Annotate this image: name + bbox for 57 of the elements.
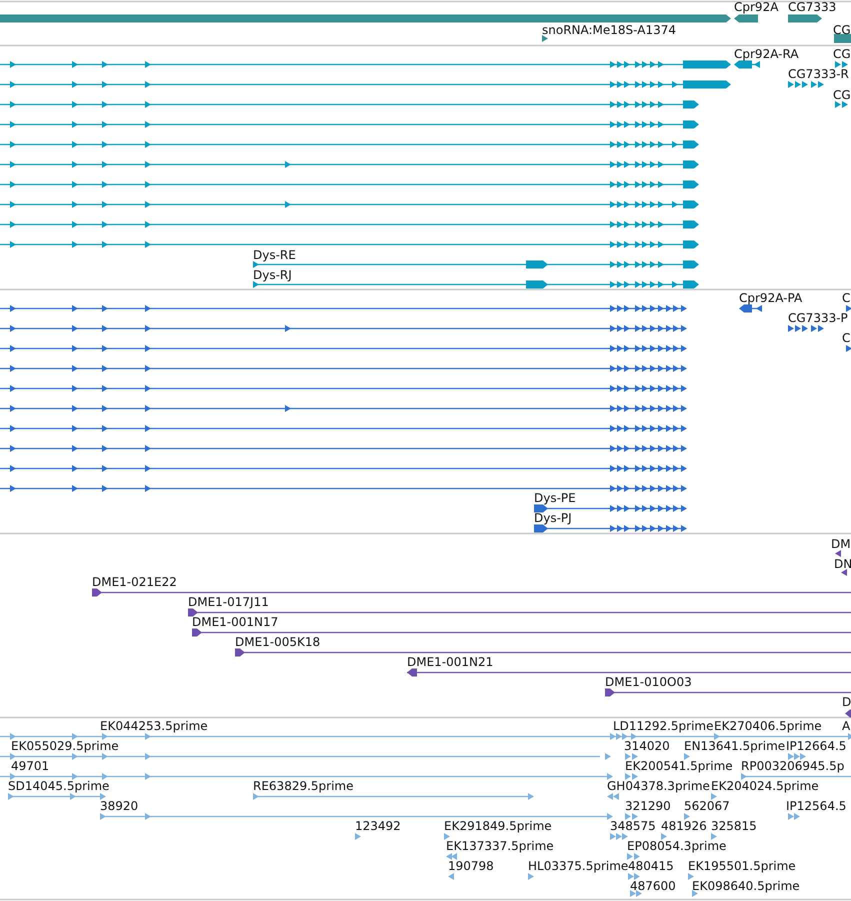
feature-label: DME1-005K18 [235,635,320,649]
feature-label: DME1-001N21 [407,655,494,669]
feature-label: LD11292.5prime [613,719,714,733]
feature-label: EK204024.5prime [711,779,819,793]
feature-label: DME1-001N17 [192,615,278,629]
feature-label: EK270406.5prime [714,719,822,733]
feature-label: C [842,291,850,305]
feature-label: 38920 [100,799,138,813]
feature-label: EK195501.5prime [688,859,796,873]
feature-label: 314020 [624,739,670,753]
feature-label: A [842,719,850,733]
feature-label: 321290 [625,799,671,813]
feature-label: 480415 [628,859,674,873]
feature-label: Cpr92A-RA [734,47,799,61]
feature-label: 123492 [355,819,401,833]
feature-label: EK044253.5prime [100,719,208,733]
feature-label: C [842,331,850,345]
feature-label: Dys-RJ [253,268,292,282]
feature-label: CG7333-P [788,311,848,325]
feature-label: 49701 [11,759,50,773]
feature-label: HL03375.5prime [528,859,628,873]
feature-label: EK098640.5prime [692,879,800,893]
feature-label: 487600 [630,879,676,893]
feature-label: SD14045.5prime [8,779,110,793]
feature-label: EK055029.5prime [11,739,119,753]
feature-label: RP003206945.5p [741,759,844,773]
feature-label: CG [833,47,851,61]
feature-label: EN13641.5prime [684,739,786,753]
feature-label: 562067 [684,799,730,813]
feature-label: DME1-010O03 [605,675,692,689]
feature-label: D [842,695,851,709]
feature-label: RE63829.5prime [253,779,354,793]
feature-label: IP12664.5 [786,739,846,753]
feature-label: Dys-PE [534,491,576,505]
feature-label: CG7333-R [788,67,849,81]
feature-label: CG7333 [788,0,836,14]
feature-label: EK291849.5prime [444,819,552,833]
feature-label: DME1-021E22 [92,575,177,589]
feature-label: EP08054.3prime [627,839,726,853]
feature-label: EK200541.5prime [625,759,733,773]
feature-label: 481926 [661,819,707,833]
feature-label: EK137337.5prime [446,839,554,853]
feature-label: IP12564.5 [786,799,846,813]
feature-label: GH04378.3prime [607,779,710,793]
feature-label: Dys-RE [253,248,296,262]
feature-label: Cpr92A-PA [739,291,802,305]
feature-label: Dys-PJ [534,511,572,525]
feature-label: 348575 [610,819,656,833]
feature-label: Cpr92A [734,0,778,14]
feature-label: CG [833,23,851,37]
feature-label: DN [834,557,851,571]
feature-label: 190798 [448,859,494,873]
feature-label: snoRNA:Me18S-A1374 [542,23,676,37]
feature-label: 325815 [711,819,757,833]
feature-label: DM [831,537,851,551]
feature-label: DME1-017J11 [188,595,269,609]
feature-label: CG [833,88,851,102]
